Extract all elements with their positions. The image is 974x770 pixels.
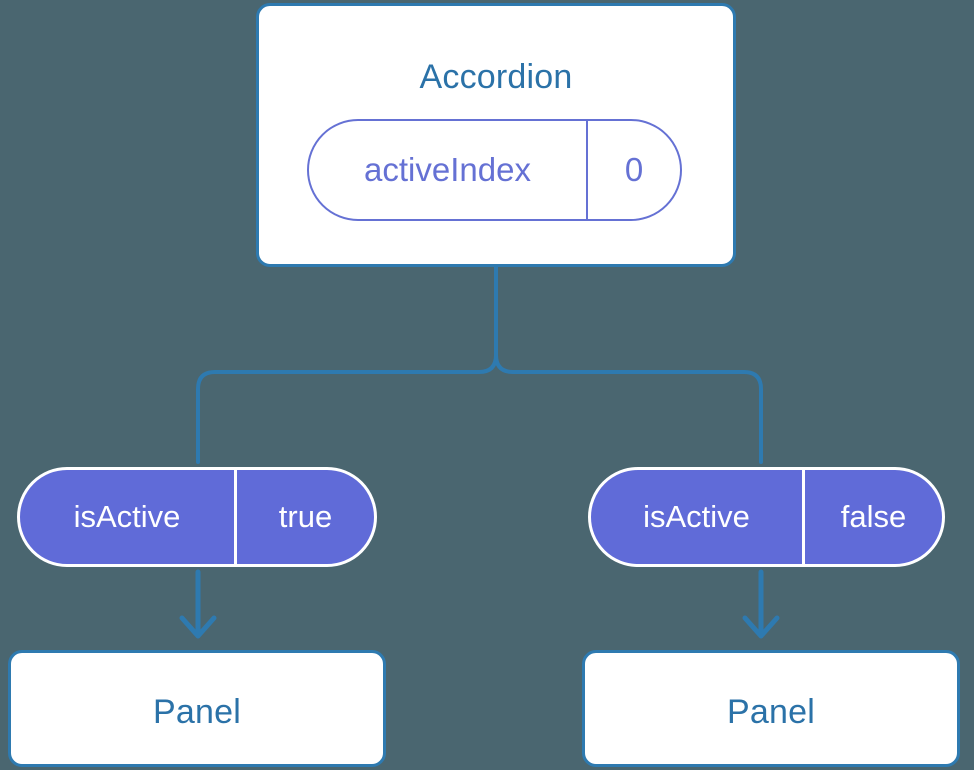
right-prop-key: isActive: [591, 470, 805, 564]
right-prop-value: false: [840, 499, 907, 534]
panel-left-box[interactable]: Panel: [8, 650, 386, 767]
panel-right-title: Panel: [727, 693, 815, 731]
accordion-state-value: 0: [624, 151, 644, 188]
arrowhead-left: [179, 615, 217, 639]
panel-right-box[interactable]: Panel: [582, 650, 960, 767]
left-prop-key: isActive: [20, 470, 237, 564]
edge-root-split: [196, 265, 498, 464]
edge-root-split-right: [494, 265, 763, 464]
right-prop-pill[interactable]: isActive false: [588, 467, 945, 567]
accordion-title: Accordion: [419, 58, 573, 96]
accordion-state-key: activeIndex: [309, 121, 588, 219]
left-prop-value: true: [278, 499, 333, 534]
panel-left-title: Panel: [153, 693, 241, 731]
left-prop-pill[interactable]: isActive true: [17, 467, 377, 567]
arrowhead-right: [742, 615, 780, 639]
accordion-state-pill[interactable]: activeIndex 0: [307, 119, 682, 221]
